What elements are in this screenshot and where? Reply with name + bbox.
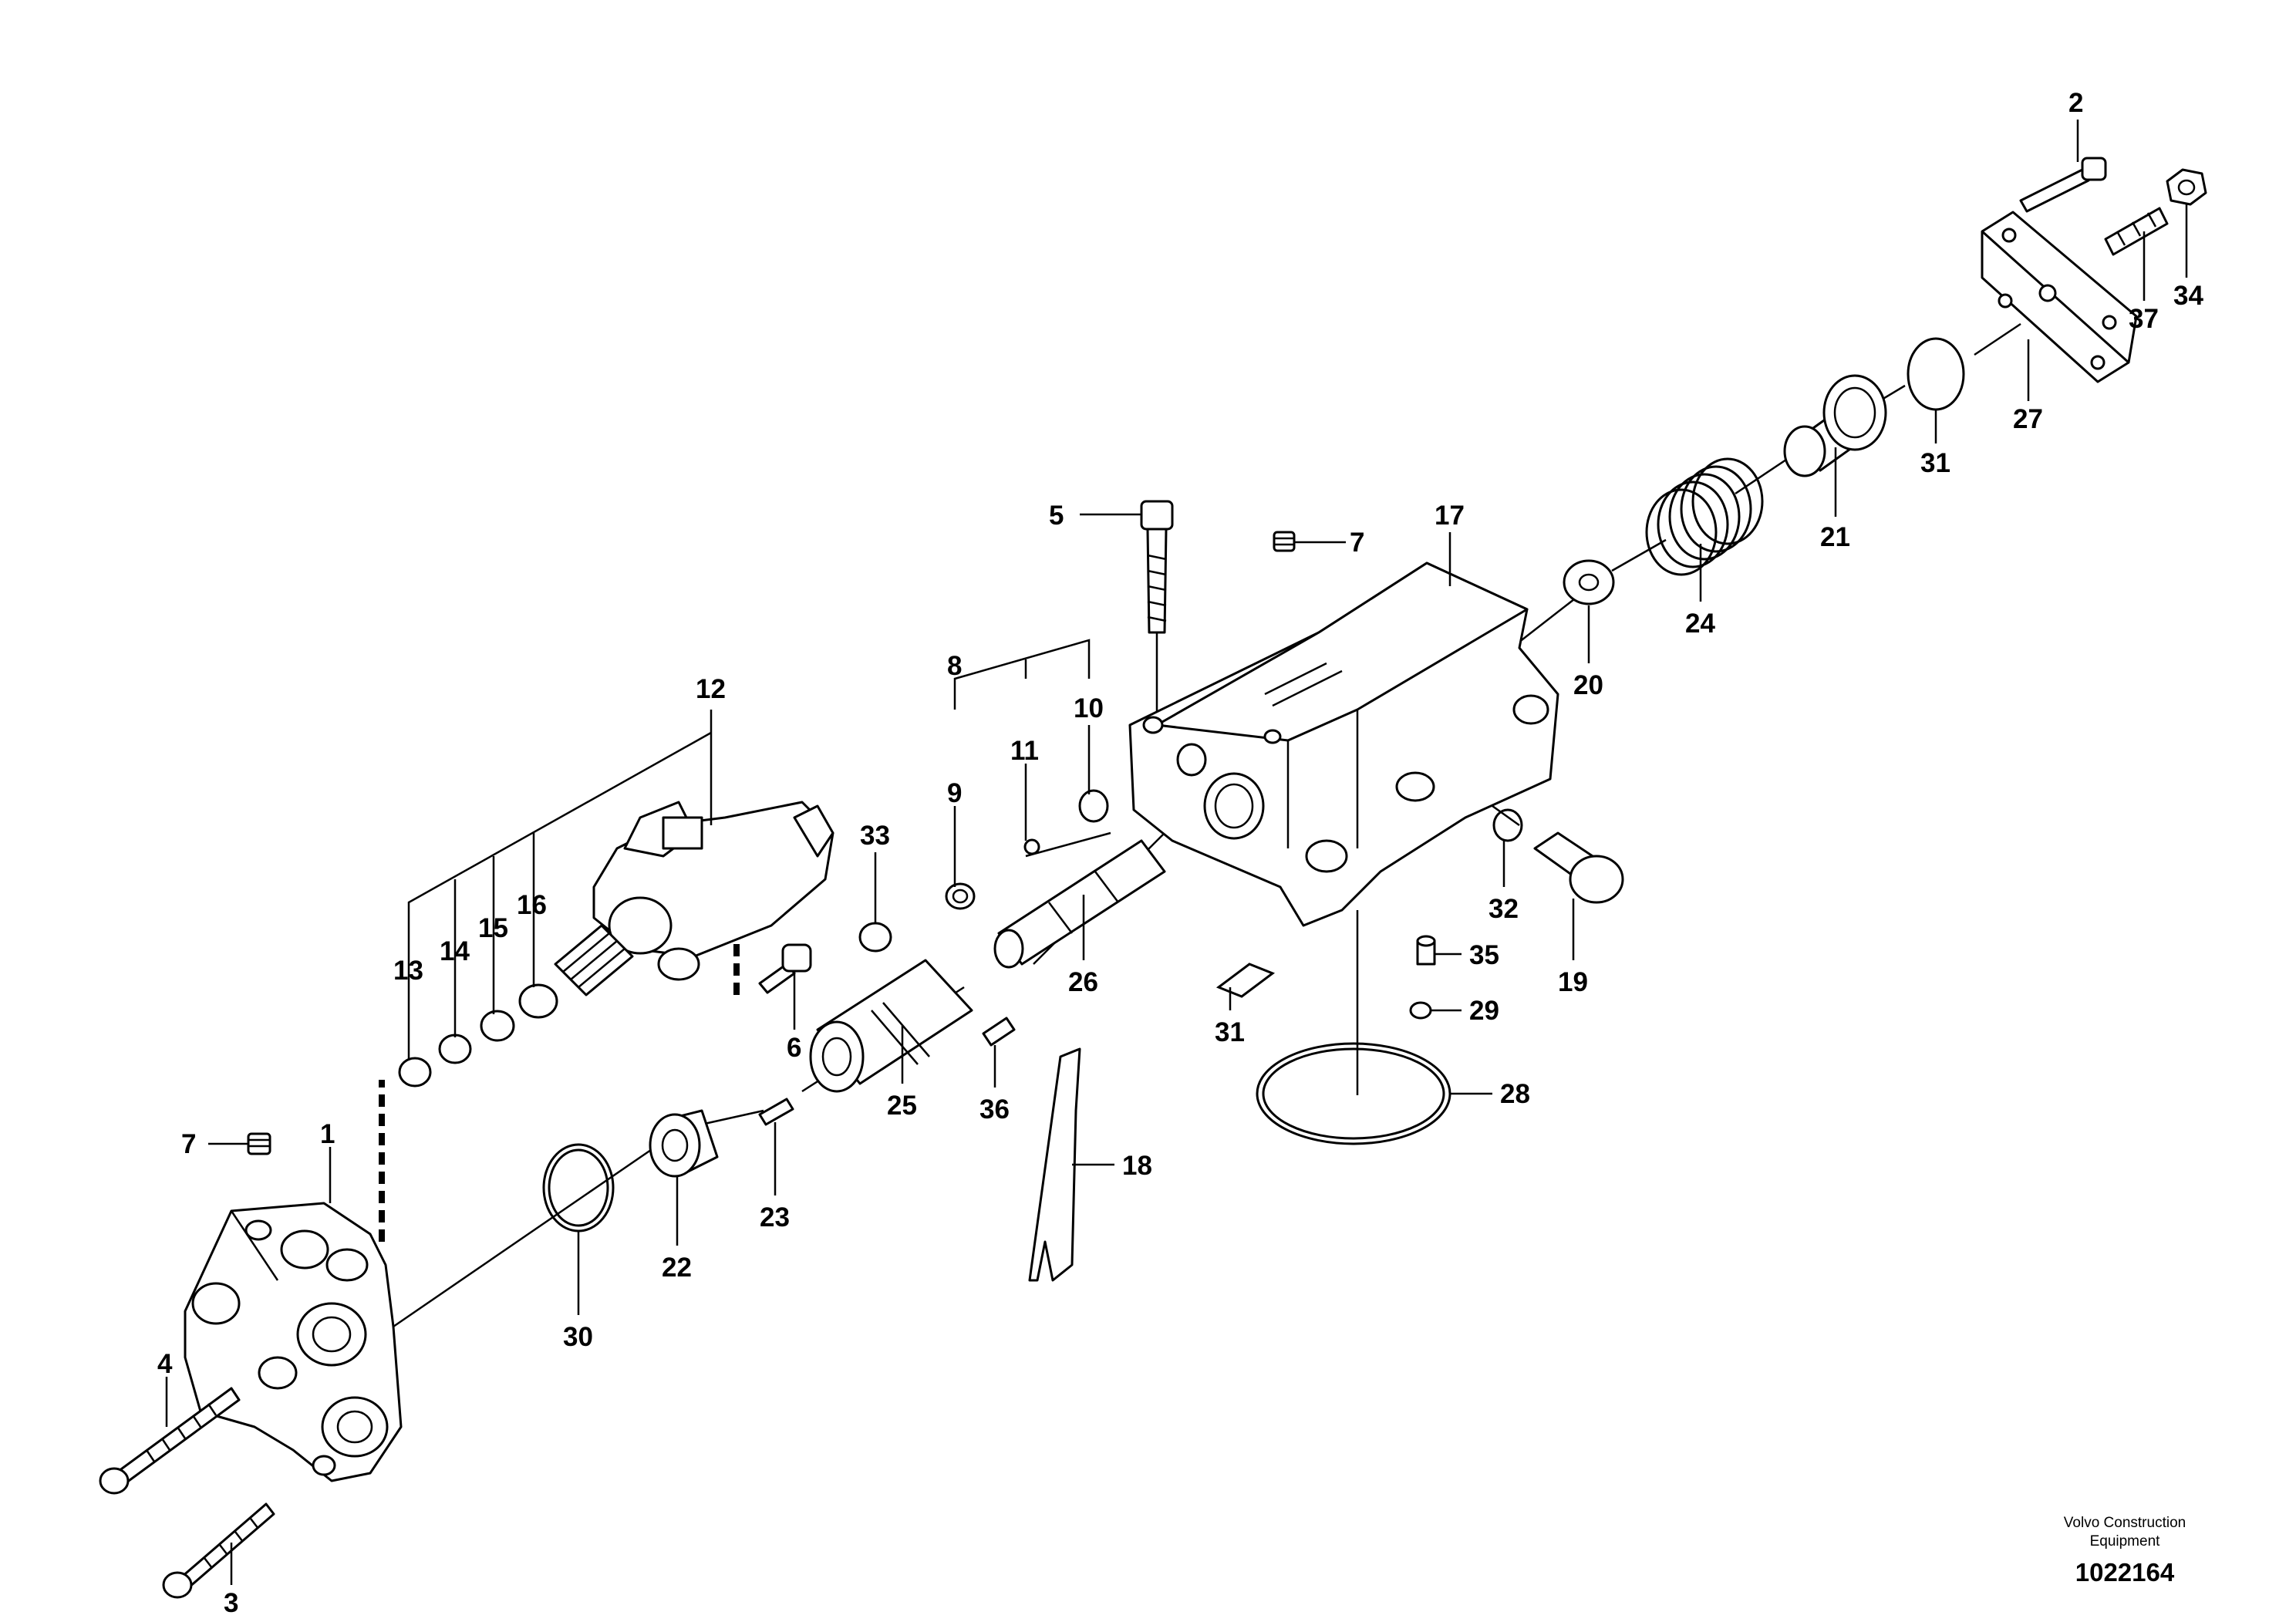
part-label-7-upper: 7 — [1350, 528, 1364, 558]
part-label-27: 27 — [2013, 404, 2043, 434]
part-label-19: 19 — [1558, 967, 1588, 997]
part-label-11: 11 — [1010, 736, 1039, 766]
dashed-connection-lines — [379, 941, 740, 1242]
brand-line-1: Volvo Construction — [2064, 1515, 2186, 1531]
part-label-15: 15 — [478, 913, 508, 943]
spool-part-26 — [993, 839, 1166, 969]
plug-part-22 — [649, 1109, 719, 1178]
part-label-22: 22 — [662, 1253, 692, 1283]
part-label-2: 2 — [2068, 88, 2083, 118]
part-label-37: 37 — [2129, 304, 2159, 334]
valve-body-part-1 — [184, 1202, 403, 1482]
part-number-labels: 1 2 3 4 5 6 7 7 8 9 10 11 12 13 14 15 16… — [157, 88, 2203, 1618]
bolt-part-3 — [162, 1502, 275, 1599]
brand-block: Volvo Construction Equipment 1022164 — [2064, 1515, 2186, 1587]
pin-part-35 — [1416, 935, 1436, 966]
ring-part-32 — [1492, 808, 1523, 842]
housing-part-17 — [1128, 561, 1559, 927]
lever-part-18 — [1028, 1047, 1081, 1282]
part-label-10: 10 — [1074, 693, 1104, 723]
part-label-25: 25 — [887, 1091, 917, 1121]
part-label-32: 32 — [1489, 894, 1519, 924]
washer-part-20 — [1563, 559, 1615, 605]
part-label-33: 33 — [860, 821, 890, 851]
o-ring-part-30 — [542, 1143, 615, 1233]
brand-line-2: Equipment — [2090, 1533, 2161, 1549]
pin-part-36 — [982, 1017, 1016, 1047]
sleeve-part-25 — [809, 959, 973, 1093]
part-label-13: 13 — [393, 956, 423, 986]
part-label-17: 17 — [1435, 501, 1465, 531]
part-label-26: 26 — [1068, 967, 1098, 997]
bolt-part-5 — [1140, 500, 1174, 634]
screw-part-6 — [758, 943, 812, 994]
part-label-3: 3 — [224, 1588, 238, 1618]
plug-part-7-upper — [1273, 531, 1296, 552]
plug-part-19 — [1533, 831, 1624, 904]
spring-part-24 — [1645, 457, 1764, 576]
part-label-5: 5 — [1049, 501, 1064, 531]
part-label-31-lower: 31 — [1215, 1017, 1245, 1047]
bolt-part-4 — [99, 1387, 241, 1495]
part-label-8: 8 — [947, 651, 962, 681]
cover-plate-part-27 — [1981, 211, 2138, 383]
part-label-31-upper: 31 — [1920, 448, 1950, 478]
washer-part-29 — [1409, 1001, 1432, 1020]
solenoid-part-12 — [554, 801, 834, 996]
part-label-23: 23 — [760, 1202, 790, 1233]
part-label-34: 34 — [2173, 281, 2203, 311]
seal-part-31-lower — [1215, 963, 1276, 998]
part-label-24: 24 — [1685, 609, 1715, 639]
part-label-6: 6 — [787, 1033, 801, 1063]
part-label-9: 9 — [947, 778, 962, 808]
part-label-30: 30 — [563, 1322, 593, 1352]
part-label-7-lower: 7 — [181, 1129, 196, 1159]
o-ring-part-28 — [1256, 1042, 1451, 1145]
part-label-36: 36 — [979, 1094, 1010, 1125]
part-label-18: 18 — [1122, 1151, 1152, 1181]
leader-lines — [165, 120, 2188, 1585]
part-label-12: 12 — [696, 674, 726, 704]
seal-part-31-upper — [1907, 337, 1965, 411]
pin-part-23 — [758, 1098, 794, 1126]
document-number: 1022164 — [2075, 1558, 2175, 1587]
part-label-1: 1 — [320, 1119, 335, 1149]
part-label-14: 14 — [440, 936, 470, 966]
part-label-16: 16 — [517, 890, 547, 920]
bolt-part-2 — [2019, 157, 2107, 213]
parts-9-10-11 — [945, 789, 1109, 910]
part-label-21: 21 — [1820, 522, 1850, 552]
part-label-4: 4 — [157, 1349, 173, 1379]
ring-part-33 — [858, 922, 892, 953]
plug-part-7-lower — [247, 1132, 271, 1155]
part-label-20: 20 — [1573, 670, 1603, 700]
nut-part-34 — [2166, 168, 2207, 206]
part-label-29: 29 — [1469, 996, 1499, 1026]
piston-part-21 — [1783, 374, 1887, 477]
part-label-28: 28 — [1500, 1079, 1530, 1109]
stud-part-37 — [2104, 207, 2169, 256]
part-label-35: 35 — [1469, 940, 1499, 970]
seal-rings-13-16 — [398, 983, 558, 1088]
